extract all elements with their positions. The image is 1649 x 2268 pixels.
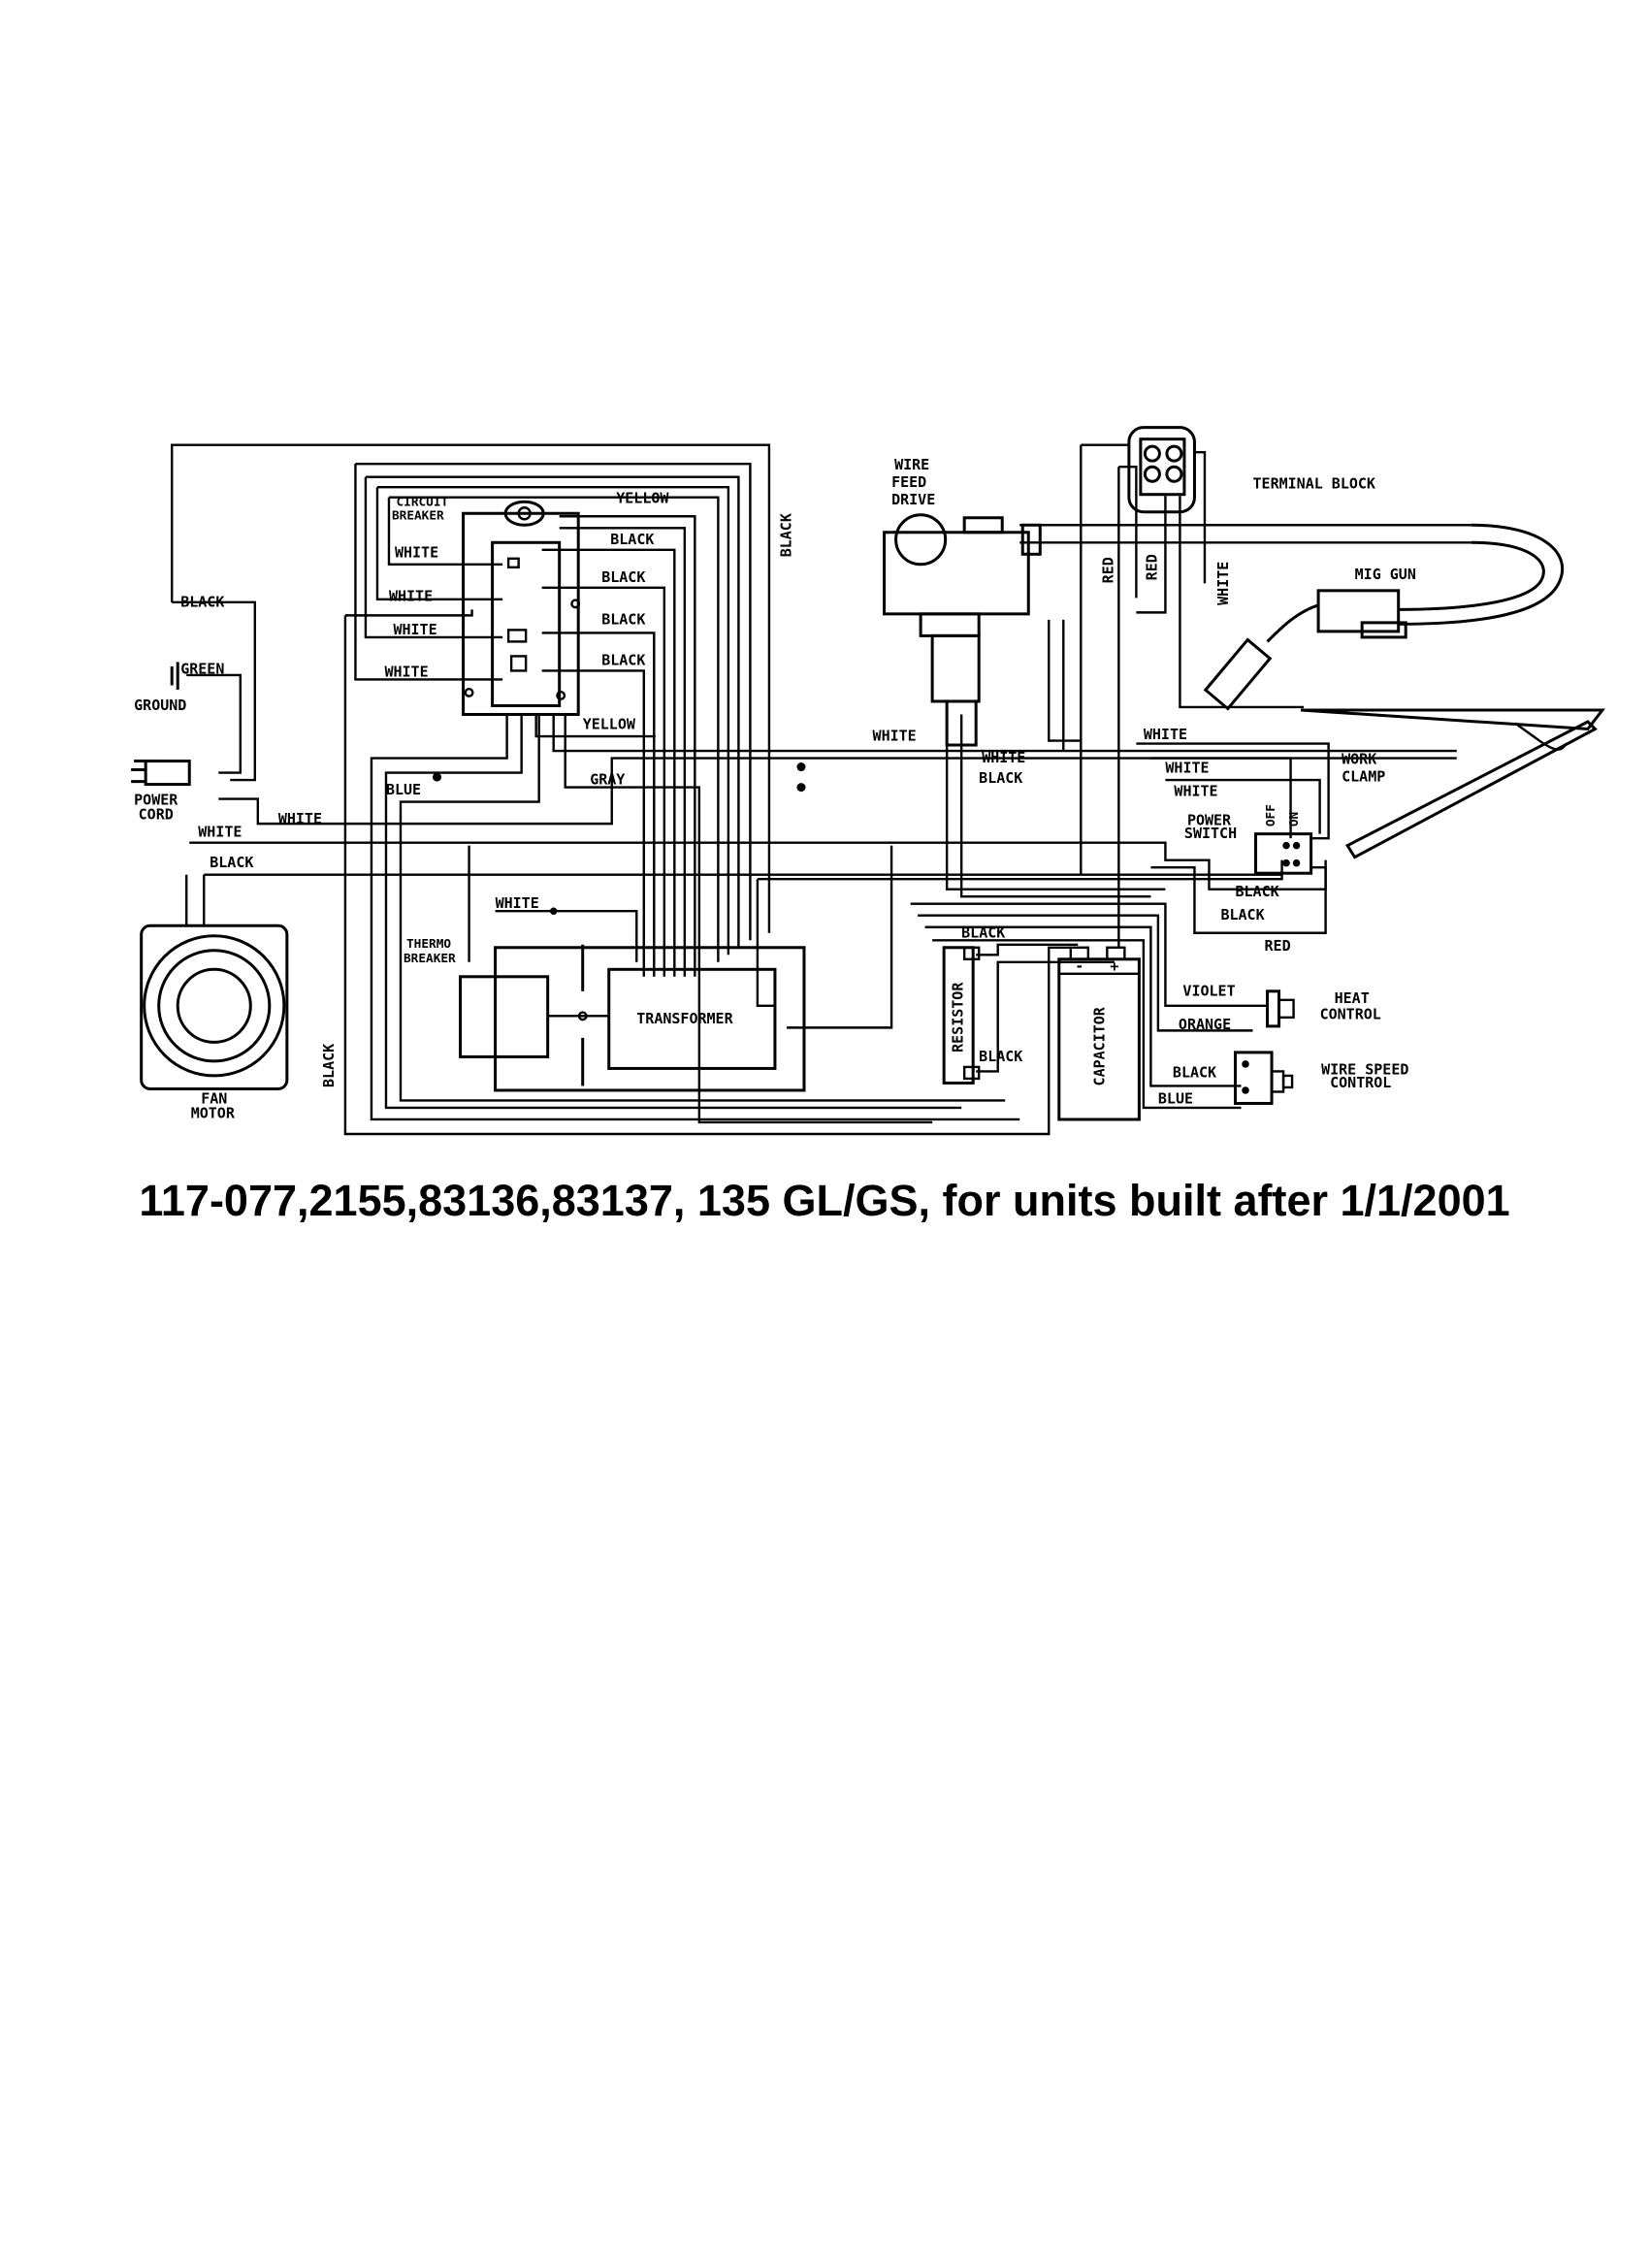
wire-label-white: WHITE <box>496 894 539 912</box>
resistor-label: RESISTOR <box>950 982 967 1053</box>
wire-label-yellow: YELLOW <box>616 490 669 507</box>
wire-label-white: WHITE <box>982 749 1025 766</box>
wire-speed-label-2: CONTROL <box>1330 1074 1391 1091</box>
wire-speed-control-knob[interactable] <box>1233 1051 1294 1105</box>
thermo-breaker-label: THERMO <box>406 937 451 952</box>
resistor <box>942 946 981 1085</box>
fan-motor-label: FAN <box>201 1089 227 1107</box>
switch-off-label: OFF <box>1264 804 1278 826</box>
wire-label-red: RED <box>1265 937 1291 955</box>
wire-label-black: BLACK <box>1235 883 1278 900</box>
wire-label-white: WHITE <box>198 824 242 841</box>
wire-label-black: BLACK <box>777 513 794 557</box>
wire-label-black: BLACK <box>601 651 645 668</box>
wire-label-black: BLACK <box>961 923 1005 941</box>
power-cord-plug-icon <box>131 760 191 787</box>
ground-symbol-icon <box>170 662 179 690</box>
mig-gun[interactable] <box>1203 523 1565 711</box>
capacitor-minus-label: - <box>1075 957 1083 975</box>
power-cord-label: POWER <box>134 792 178 809</box>
power-cord-label-2: CORD <box>139 806 174 824</box>
wire-feed-drive <box>883 513 1042 747</box>
wire-label-black: BLACK <box>180 593 224 610</box>
ground-label: GROUND <box>134 697 186 714</box>
wire-label-green: GREEN <box>180 660 224 677</box>
work-clamp[interactable] <box>1300 708 1605 859</box>
capacitor-plus-label: + <box>1110 957 1118 975</box>
heat-control-label: HEAT <box>1335 989 1370 1007</box>
junction-dots <box>433 762 806 915</box>
switch-on-label: ON <box>1287 812 1302 826</box>
wire-label-white: WHITE <box>395 543 438 561</box>
wire-label-black: BLACK <box>210 854 253 871</box>
wire-label-white: WHITE <box>393 621 436 638</box>
wire-label-blue: BLUE <box>386 781 421 798</box>
wire-feed-label-3: DRIVE <box>891 491 935 508</box>
wire-label-white: WHITE <box>389 587 433 604</box>
wire-label-blue: BLUE <box>1158 1089 1193 1107</box>
circuit-breaker-label: CIRCUIT <box>396 496 448 510</box>
wire-label-violet: VIOLET <box>1182 982 1235 999</box>
power-switch-label: POWER <box>1187 812 1232 829</box>
wire-label-white: WHITE <box>1165 760 1209 777</box>
wire-label-yellow: YELLOW <box>583 716 636 733</box>
wires <box>171 443 1471 1136</box>
power-switch[interactable] <box>1254 832 1313 875</box>
fan-motor <box>140 923 289 1090</box>
heat-control-label-2: CONTROL <box>1320 1005 1381 1022</box>
heat-control-knob[interactable] <box>1266 989 1295 1028</box>
wire-label-white: WHITE <box>278 810 322 827</box>
wire-label-black: BLACK <box>601 610 645 628</box>
power-switch-label-2: SWITCH <box>1184 825 1237 842</box>
wire-label-red: RED <box>1143 554 1160 580</box>
wire-label-white: WHITE <box>1174 783 1217 800</box>
wire-feed-label: WIRE <box>894 456 929 473</box>
terminal-block[interactable] <box>1127 426 1196 514</box>
wire-label-white: WHITE <box>1144 726 1187 743</box>
wire-label-orange: ORANGE <box>1179 1016 1231 1033</box>
mig-gun-label: MIG GUN <box>1355 566 1416 583</box>
work-clamp-label-2: CLAMP <box>1342 768 1385 786</box>
capacitor-label: CAPACITOR <box>1090 1006 1108 1085</box>
work-clamp-label: WORK <box>1342 751 1376 768</box>
circuit-breaker <box>462 500 581 716</box>
wire-label-gray: GRAY <box>590 771 625 789</box>
wire-label-black: BLACK <box>979 769 1022 787</box>
wire-label-white: WHITE <box>384 663 428 680</box>
wire-label-black: BLACK <box>320 1044 338 1087</box>
fan-motor-label-2: MOTOR <box>191 1104 236 1121</box>
wire-label-white: WHITE <box>873 728 917 745</box>
terminal-block-label: TERMINAL BLOCK <box>1253 475 1375 493</box>
wire-label-black: BLACK <box>979 1048 1022 1065</box>
wire-label-red: RED <box>1099 557 1116 583</box>
wire-label-white: WHITE <box>1214 562 1232 605</box>
wire-label-black: BLACK <box>1173 1063 1216 1081</box>
wire-feed-label-2: FEED <box>891 473 926 491</box>
diagram-caption: 117-077,2155,83136,83137, 135 GL/GS, for… <box>139 1176 1510 1225</box>
wire-label-black: BLACK <box>601 568 645 586</box>
transformer-label: TRANSFORMER <box>636 1010 733 1027</box>
wire-label-black: BLACK <box>1220 906 1264 923</box>
wire-label-black: BLACK <box>610 531 654 548</box>
capacitor <box>1057 946 1141 1121</box>
circuit-breaker-label-2: BREAKER <box>392 508 444 523</box>
transformer-assembly <box>459 944 806 1092</box>
thermo-breaker-label-2: BREAKER <box>404 952 456 966</box>
wire-speed-label: WIRE SPEED <box>1321 1060 1408 1078</box>
